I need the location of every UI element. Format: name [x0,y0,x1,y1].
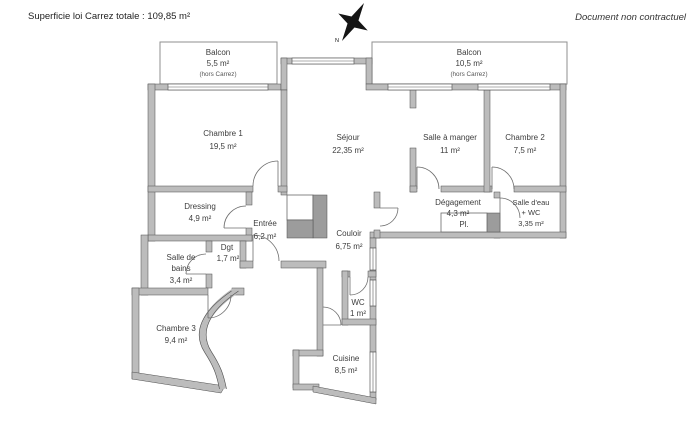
compass-icon: N [335,2,368,44]
compass-north-label: N [335,38,339,44]
window [167,83,269,91]
door-arc [499,197,521,219]
room-label-entree-name: Entrée [253,219,277,228]
room-label-chambre1-name: Chambre 1 [203,129,243,138]
room-label-wc-name: WC [351,298,365,307]
balconies [159,41,568,85]
door-arc [207,294,232,319]
window [477,83,551,91]
room-label-dressing-area: 4,9 m² [189,214,212,223]
room-label-balcon1-name: Balcon [206,48,230,57]
door-arc [223,205,247,229]
window [387,83,453,91]
total-area-title: Superficie loi Carrez totale : 109,85 m² [28,11,190,22]
window [291,57,355,65]
room-label-chambre3-area: 9,4 m² [165,336,188,345]
room-label-salle-a-manger-area: 11 m² [440,146,460,155]
room-label-chambre2-area: 7,5 m² [514,146,537,155]
window [369,247,377,271]
door-arc [252,234,280,262]
door-arc [379,207,399,227]
door-arc [416,166,440,190]
door-arc [491,166,515,190]
room-label-cuisine-area: 8,5 m² [335,366,358,375]
room-label-dgt-area: 1,7 m² [217,254,240,263]
door-arc [185,253,207,275]
room-label-couloir-name: Couloir [336,229,362,238]
window [369,279,377,307]
doors [185,160,521,326]
room-label-cuisine-name: Cuisine [333,354,360,363]
room-label-dgt-name: Dgt [221,243,234,252]
room-labels: Balcon 5,5 m² (hors Carrez) Balcon 10,5 … [156,48,549,375]
room-label-dressing-name: Dressing [184,202,216,211]
disclaimer-text: Document non contractuel [575,12,687,23]
room-label-sejour-name: Séjour [336,133,359,142]
balcony-outline [371,41,568,85]
room-label-placard: Pl. [459,220,468,229]
room-label-chambre3-name: Chambre 3 [156,324,196,333]
duct-block [286,194,501,239]
room-label-sejour-area: 22,35 m² [332,146,364,155]
room-label-balcon1-note: (hors Carrez) [199,71,236,78]
room-label-salle-deau-area: 3,35 m² [518,219,544,228]
room-label-balcon2-name: Balcon [457,48,481,57]
placard-outline [440,212,488,233]
door-arc [322,306,342,326]
room-label-salle-deau-name: Salle d'eau [513,198,550,207]
room-label-degagement-area: 4,3 m² [447,209,470,218]
room-label-degagement-name: Dégagement [435,198,482,207]
door-arc [349,276,369,296]
balcony-outline [159,41,278,85]
room-label-salle-deau-name2: + WC [522,208,542,217]
room-label-salle-de-bains-area: 3,4 m² [170,276,193,285]
room-label-entree-area: 6,2 m² [254,232,277,241]
room-label-salle-de-bains-name2: bains [171,264,190,273]
window [369,351,377,393]
door-arc [252,160,279,187]
room-label-balcon2-area: 10,5 m² [455,59,482,68]
room-label-balcon2-note: (hors Carrez) [450,71,487,78]
windows [167,57,551,393]
room-label-chambre2-name: Chambre 2 [505,133,545,142]
room-label-couloir-area: 6,75 m² [335,242,362,251]
room-label-salle-de-bains-name: Salle de [167,253,196,262]
room-label-balcon1-area: 5,5 m² [207,59,230,68]
room-label-chambre1-area: 19,5 m² [209,142,236,151]
room-label-wc-area: 1 m² [350,309,366,318]
room-label-salle-a-manger-name: Salle à manger [423,133,477,142]
